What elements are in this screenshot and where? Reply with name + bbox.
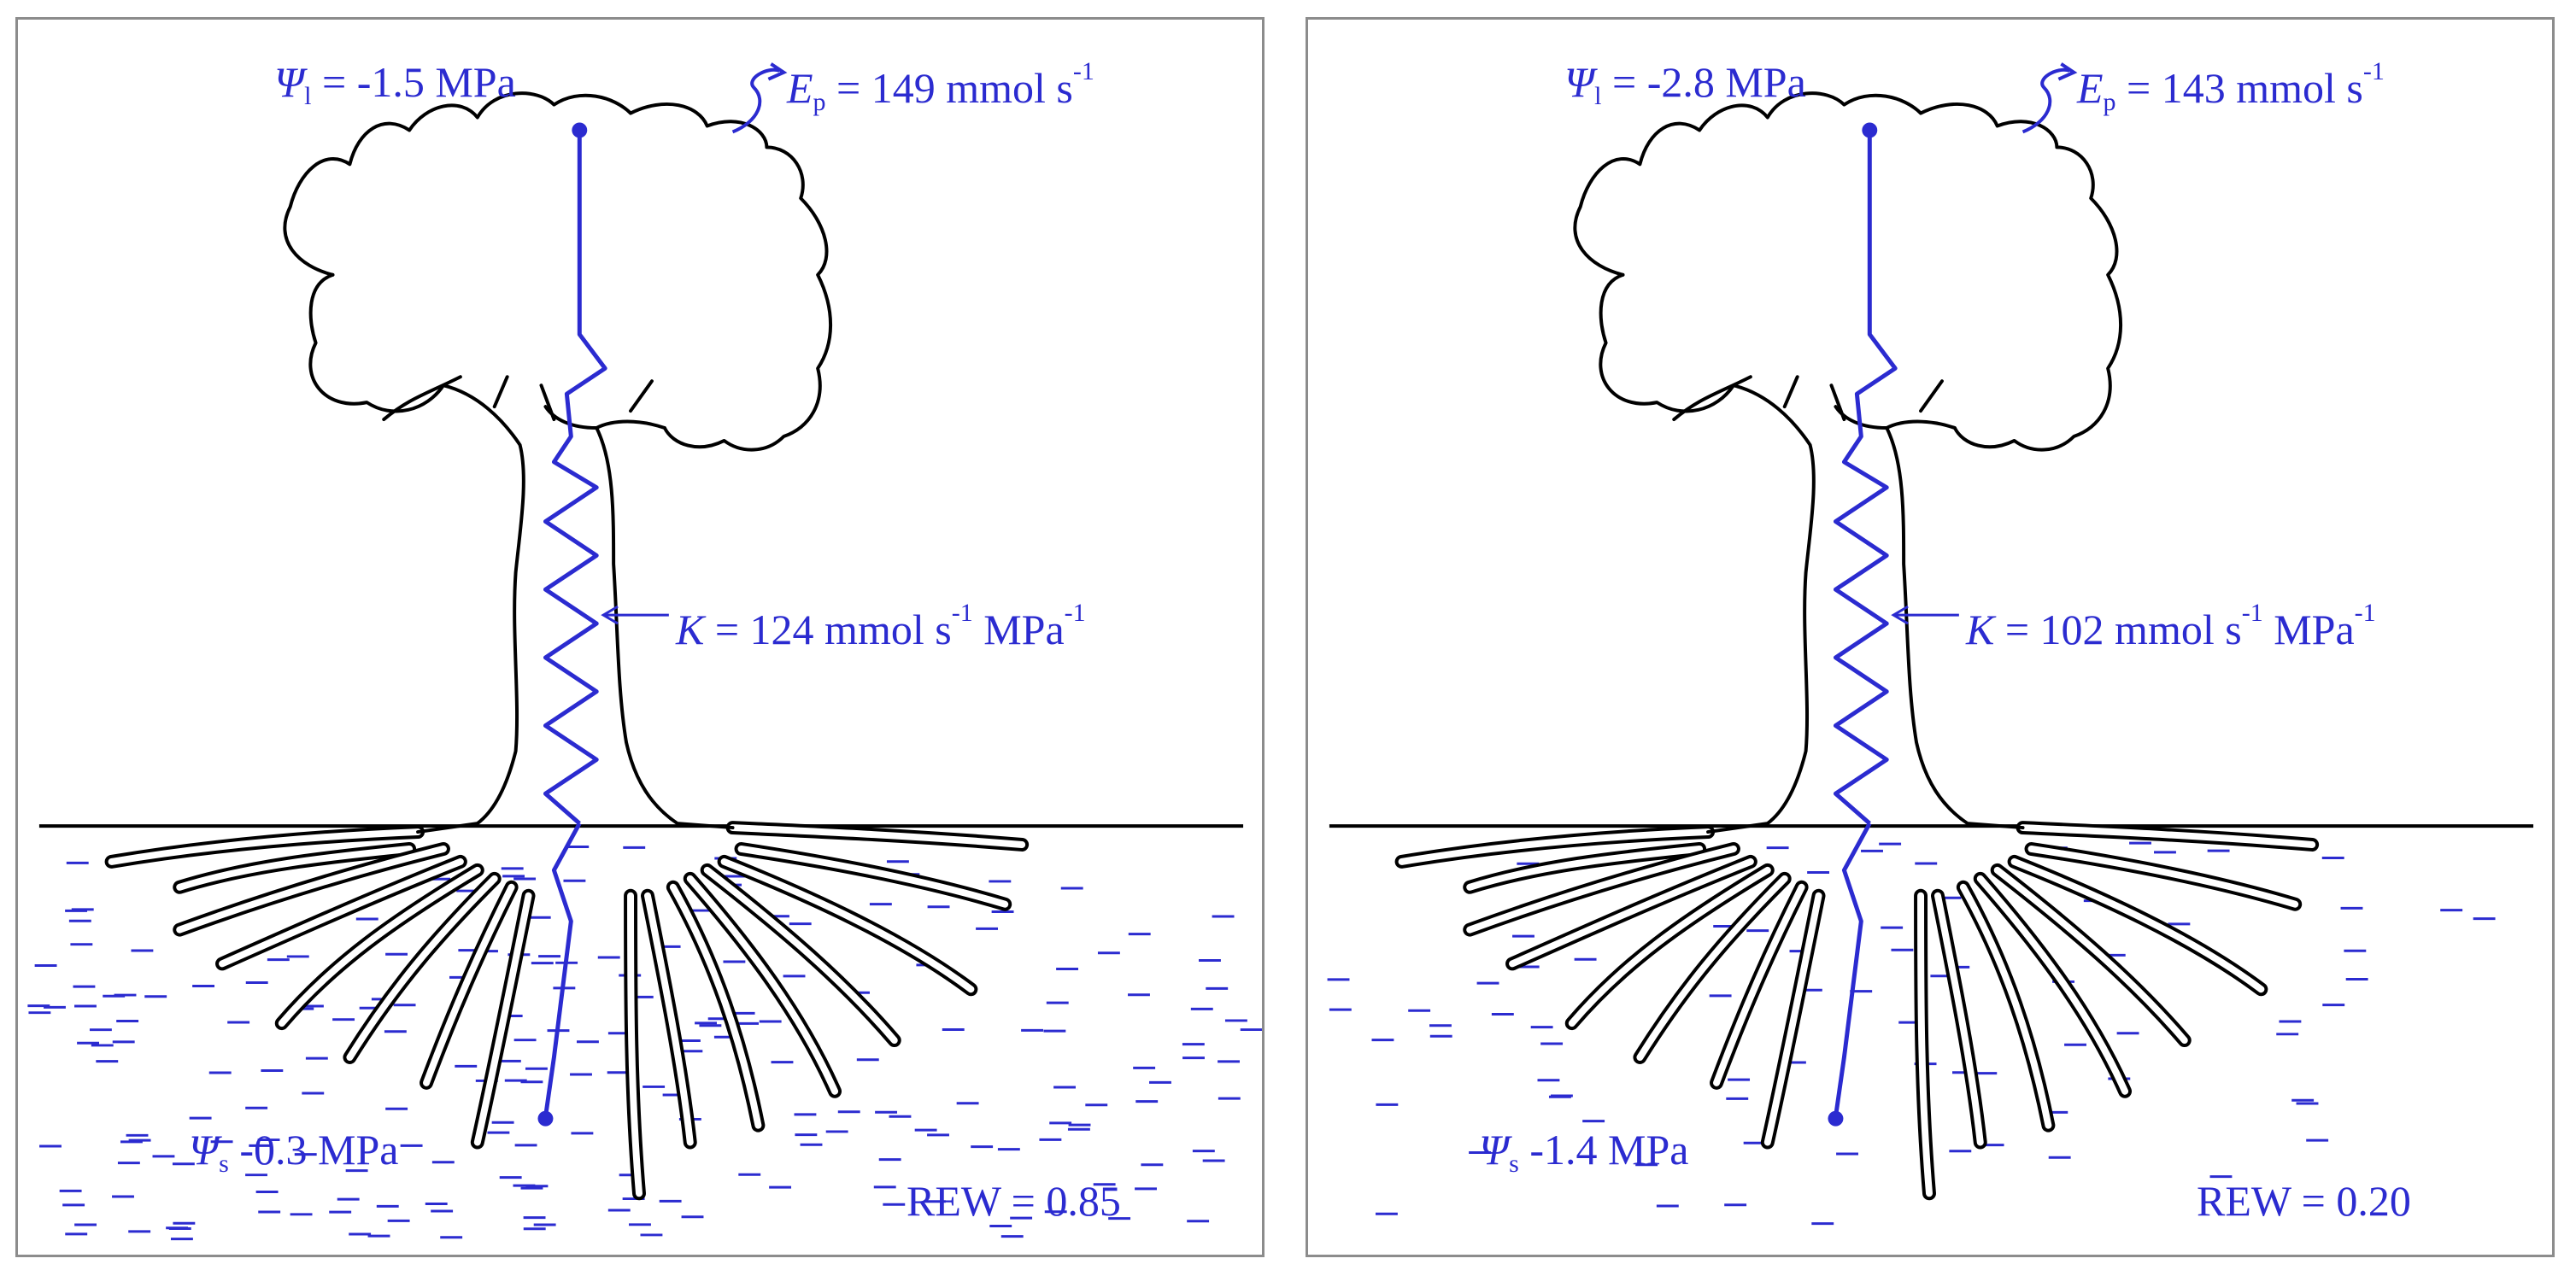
- leaf-water-potential-label: Ψl = -2.8 MPa: [1564, 58, 1806, 110]
- root-fill: [1466, 845, 1704, 891]
- panel-wet-soil: Ψl = -1.5 MPa Ep = 149 mmol s-1 K = 124 …: [15, 17, 1265, 1257]
- xylem-pathway: [543, 130, 607, 825]
- root-fill: [1398, 828, 1712, 865]
- leaf-node-dot: [572, 122, 588, 138]
- root-fill: [1763, 892, 1822, 1146]
- tree-outline: [492, 375, 654, 422]
- tree-outline: [1599, 272, 1735, 413]
- tree-outline: [1782, 375, 1944, 422]
- root-fill: [2010, 857, 2265, 993]
- root-fill: [176, 845, 447, 934]
- tree-outline: [382, 375, 525, 834]
- root-fill: [2027, 845, 2299, 908]
- transpiration-label: Ep = 149 mmol s-1: [787, 57, 1094, 116]
- root-fill: [643, 892, 694, 1146]
- transpiration-arrowhead: [767, 62, 788, 81]
- root-fill: [1959, 883, 2052, 1129]
- root-fill: [1993, 866, 2188, 1045]
- hydraulic-conductance-label: K = 124 mmol s-1 MPa-1: [676, 599, 1086, 653]
- root-fill: [1713, 883, 1805, 1086]
- leaf-node-dot: [1862, 122, 1878, 138]
- root-fill: [669, 883, 762, 1129]
- root-fill: [720, 857, 975, 993]
- root-fill: [1466, 845, 1737, 934]
- hydraulic-conductance-label: K = 102 mmol s-1 MPa-1: [1966, 599, 2376, 653]
- root-fill: [473, 892, 532, 1146]
- root-fill: [176, 845, 414, 891]
- root-fill: [108, 828, 422, 865]
- soil-node-dot: [1828, 1110, 1844, 1127]
- transpiration-squiggle: [731, 67, 780, 134]
- root-water-pathway: [543, 822, 582, 1118]
- root-fill: [1917, 892, 1933, 1197]
- root-fill: [686, 875, 839, 1095]
- root-fill: [703, 866, 898, 1045]
- tree-outline: [308, 272, 445, 413]
- root-fill: [1568, 866, 1771, 1027]
- tree-diagram: [27, 62, 1262, 1241]
- root-fill: [627, 892, 643, 1197]
- root-fill: [219, 857, 464, 968]
- root-fill: [1636, 875, 1788, 1061]
- transpiration-label: Ep = 143 mmol s-1: [2077, 57, 2385, 116]
- tree-diagram: [1327, 62, 2534, 1226]
- soil-node-dot: [537, 1110, 554, 1127]
- conductance-arrowhead: [1891, 605, 1909, 625]
- root-fill: [729, 824, 1026, 848]
- leaf-water-potential-label: Ψl = -1.5 MPa: [274, 58, 516, 110]
- soil-water-potential-label: Ψs -1.4 MPa: [1479, 1126, 1689, 1178]
- tree-outline: [543, 405, 735, 830]
- root-fill: [1933, 892, 1984, 1146]
- root-fill: [423, 883, 515, 1086]
- root-fill: [278, 866, 481, 1027]
- transpiration-arrowhead: [2057, 62, 2078, 81]
- rew-label: REW = 0.85: [907, 1177, 1121, 1225]
- root-fill: [1976, 875, 2129, 1095]
- root-fill: [1509, 857, 1754, 968]
- root-fill: [346, 875, 498, 1061]
- root-water-pathway: [1833, 822, 1872, 1118]
- tree-outline: [283, 91, 832, 452]
- tree-outline: [1573, 91, 2122, 452]
- tree-outline: [1672, 375, 1816, 834]
- root-fill: [737, 845, 1009, 908]
- rew-label: REW = 0.20: [2197, 1177, 2411, 1225]
- transpiration-squiggle: [2021, 67, 2070, 134]
- tree-outline: [1834, 405, 2025, 830]
- panel-dry-soil: Ψl = -2.8 MPa Ep = 143 mmol s-1 K = 102 …: [1306, 17, 2555, 1257]
- soil-water-potential-label: Ψs -0.3 MPa: [189, 1126, 399, 1178]
- conductance-arrowhead: [601, 605, 619, 625]
- xylem-pathway: [1833, 130, 1898, 825]
- root-fill: [2019, 824, 2316, 848]
